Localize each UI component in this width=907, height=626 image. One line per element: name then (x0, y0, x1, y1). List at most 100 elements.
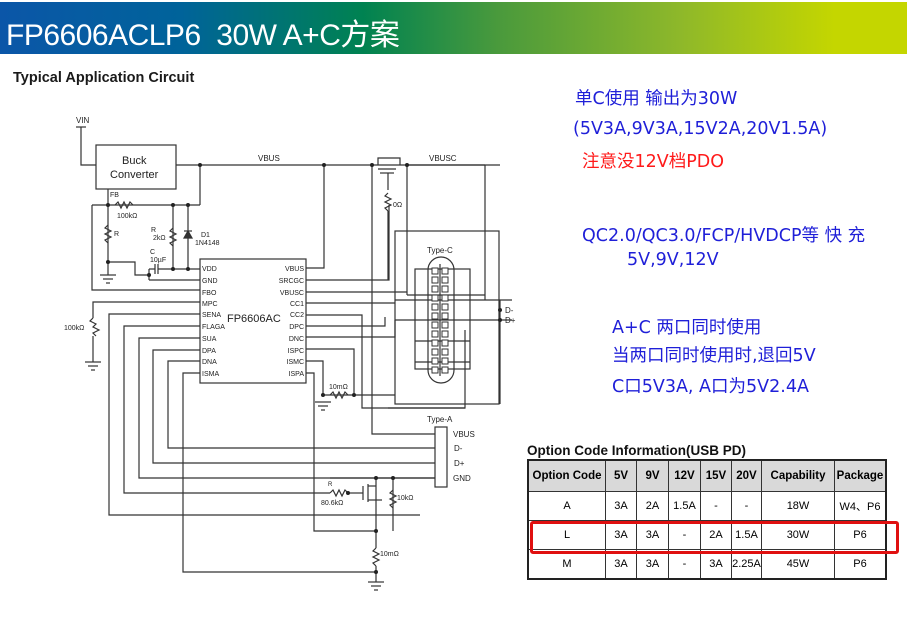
pin-dnc: DNC (289, 336, 304, 343)
label-r-pull: 10kΩ (397, 495, 414, 502)
option-table-title: Option Code Information(USB PD) (527, 443, 746, 458)
resistor-rfb (103, 224, 113, 244)
circuit-heading: Typical Application Circuit (13, 70, 195, 86)
header-capability: Capability (761, 459, 835, 492)
cell: 3A (605, 491, 637, 521)
pin-sena: SENA (202, 312, 221, 319)
header-12v: 12V (668, 459, 701, 492)
note-qc-voltages: 5V,9V,12V (627, 250, 719, 270)
cell: 2A (636, 491, 669, 521)
pin-cc2: CC2 (290, 312, 304, 319)
note-pdo-list: (5V3A,9V3A,15V2A,20V1.5A) (573, 119, 828, 139)
label-rvdd: R (151, 227, 156, 234)
resistor-10k (388, 489, 398, 509)
pin-ismc: ISMC (287, 359, 305, 366)
pin-mpc: MPC (202, 301, 218, 308)
header-package: Package (834, 459, 887, 492)
diode-d1 (182, 229, 194, 239)
type-c-pins (431, 267, 449, 374)
label-rflaga-value: 80.6kΩ (321, 500, 343, 507)
note-dual-use: A+C 两口同时使用 (612, 318, 762, 338)
note-qc: QC2.0/QC3.0/FCP/HVDCP等 快 充 (582, 226, 866, 246)
label-r-mpc: 100kΩ (64, 325, 84, 332)
label-diode-part: 1N4148 (195, 240, 220, 247)
label-d-plus: D+ (505, 316, 516, 325)
table-row: A 3A 2A 1.5A - - 18W W4、P6 (527, 491, 887, 521)
cell: 1.5A (668, 491, 701, 521)
label-type-a-vbus: VBUS (453, 430, 475, 439)
pin-dpa: DPA (202, 348, 216, 355)
label-vbusc: VBUSC (429, 154, 457, 163)
header-20v: 20V (731, 459, 762, 492)
label-r-sense-a: 10mΩ (380, 551, 399, 558)
label-rvdd-value: 2kΩ (153, 235, 166, 242)
slide-title: FP6606ACLP6 30W A+C方案 (6, 19, 400, 52)
pin-vdd: VDD (202, 266, 217, 273)
label-type-a-dplus: D+ (454, 459, 465, 468)
pin-srcgc: SRCGC (279, 278, 304, 285)
cell: 3A (636, 549, 669, 580)
note-port-current: C口5V3A, A口为5V2.4A (612, 377, 809, 397)
pin-fbo: FBO (202, 290, 217, 297)
resistor-10m-c (329, 390, 349, 400)
label-vbus: VBUS (258, 154, 280, 163)
table-header-row: Option Code 5V 9V 12V 15V 20V Capability… (527, 459, 887, 492)
cell: 18W (761, 491, 835, 521)
cell: W4、P6 (834, 491, 887, 521)
cell: 2.25A (731, 549, 762, 580)
note-no-12v: 注意没12V档PDO (582, 152, 725, 172)
pin-ispc: ISPC (288, 348, 304, 355)
label-r-top: 100kΩ (117, 213, 137, 220)
cell: A (527, 491, 606, 521)
resistor-mpc (88, 317, 101, 337)
label-cvdd: C (150, 249, 155, 256)
resistor-rvdd (168, 227, 178, 247)
cell: P6 (834, 549, 887, 580)
pin-dpc: DPC (289, 324, 304, 331)
note-fallback: 当两口同时使用时,退回5V (612, 346, 816, 366)
label-type-a-gnd: GND (453, 474, 471, 483)
buck-converter-box (95, 144, 177, 190)
label-r-sense-c: 10mΩ (329, 384, 348, 391)
label-buck-1: Buck (122, 155, 147, 167)
cell: 2A (700, 520, 732, 550)
cell: P6 (834, 520, 887, 550)
label-fb: FB (110, 192, 119, 199)
header-9v: 9V (636, 459, 669, 492)
resistor-10m-a (371, 547, 381, 567)
wire-vin (80, 127, 96, 166)
pin-sua: SUA (202, 336, 217, 343)
pin-flaga: FLAGA (202, 324, 225, 331)
label-r-gate: 0Ω (393, 202, 402, 209)
fp6606ac-chip (199, 258, 307, 384)
label-vin: VIN (76, 116, 90, 125)
pin-vbus: VBUS (285, 266, 304, 273)
pin-isma: ISMA (202, 371, 219, 378)
label-d1: D1 (201, 232, 210, 239)
label-cvdd-value: 10µF (150, 257, 166, 264)
header-15v: 15V (700, 459, 732, 492)
label-type-c: Type-C (427, 246, 453, 255)
label-buck-2: Converter (110, 169, 159, 181)
cell: - (731, 491, 762, 521)
cell: 1.5A (731, 520, 762, 550)
label-d-minus: D- (505, 306, 514, 315)
title-bar: FP6606ACLP6 30W A+C方案 (0, 2, 907, 54)
cell: 3A (605, 549, 637, 580)
header-5v: 5V (605, 459, 637, 492)
resistor-0ohm (383, 192, 393, 212)
cell: - (700, 491, 732, 521)
pin-vbusc: VBUSC (280, 290, 304, 297)
type-c-frame (394, 230, 500, 405)
header-option-code: Option Code (527, 459, 606, 492)
pin-dna: DNA (202, 359, 217, 366)
label-rflaga: R (328, 482, 333, 488)
pin-cc1: CC1 (290, 301, 304, 308)
pin-gnd: GND (202, 278, 218, 285)
note-single-c: 单C使用 输出为30W (575, 89, 738, 109)
label-type-a-dminus: D- (454, 444, 463, 453)
resistor-100k (114, 200, 134, 210)
highlight-box-row-l (530, 521, 899, 554)
wire-fbo-loop (91, 205, 200, 291)
